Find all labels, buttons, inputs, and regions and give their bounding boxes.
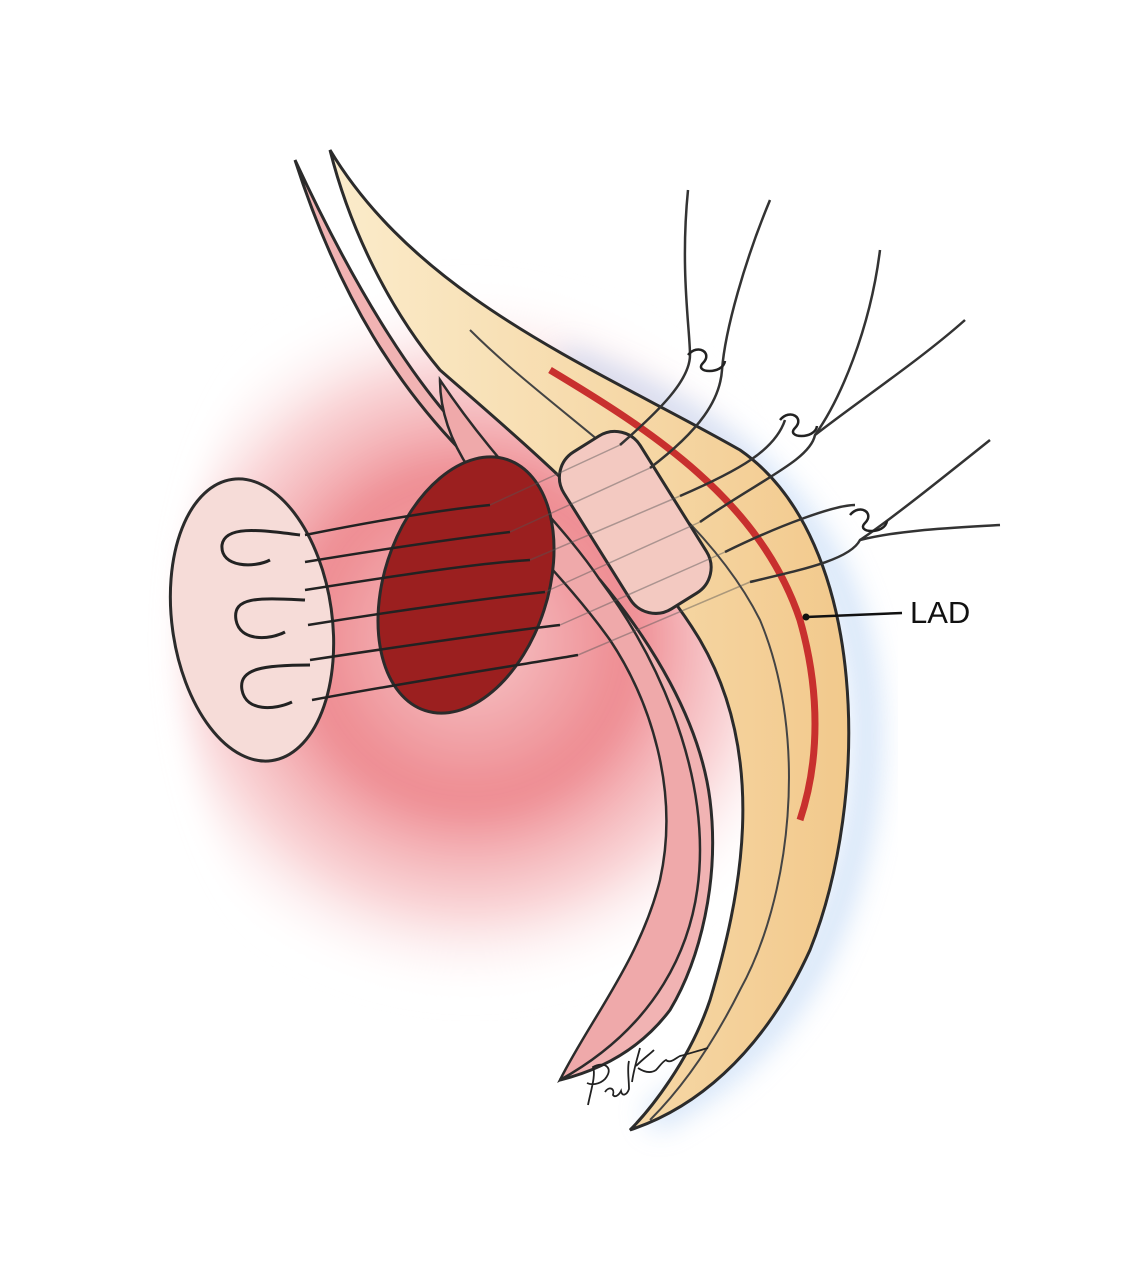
septal-defect	[376, 455, 556, 715]
suture-knots	[687, 348, 889, 533]
lad-label: LAD	[910, 595, 971, 630]
tied-sutures	[619, 189, 1001, 584]
sutures-through-wall	[489, 444, 751, 656]
sutures	[304, 503, 579, 702]
epicardial-fat	[328, 149, 851, 1132]
lad-artery	[548, 366, 819, 822]
lad-leader-line	[805, 611, 903, 619]
artist-signature	[586, 1047, 709, 1106]
epicardial-patch	[557, 429, 713, 615]
pledget-loops	[220, 529, 311, 710]
pledget-disc	[168, 477, 336, 763]
